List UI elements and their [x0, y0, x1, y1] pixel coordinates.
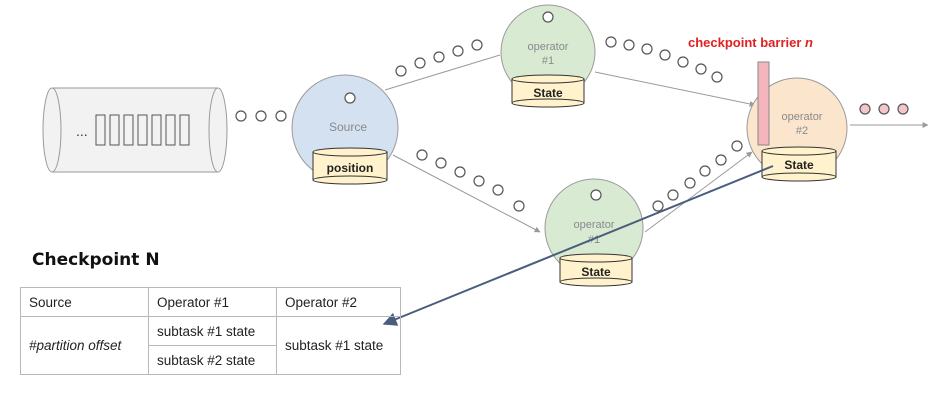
header-source: Source — [20, 287, 149, 317]
operator1-subtask1-state: subtask #1 state — [148, 316, 277, 346]
header-operator2: Operator #2 — [276, 287, 401, 317]
edge-op1-bottom-to-op2 — [644, 151, 753, 233]
table-header-row: Source Operator #1 Operator #2 — [20, 287, 401, 317]
operator2-node: operator #2 State — [746, 77, 848, 182]
operator1-bottom-state-store: State — [559, 253, 633, 287]
operator1-top-node: operator #1 State — [500, 4, 596, 108]
source-position-store: position — [312, 147, 388, 185]
table-row: subtask #2 state — [21, 345, 401, 375]
edge-op1-top-to-op2 — [594, 71, 756, 107]
queue-ellipsis: ... — [76, 123, 88, 139]
checkpoint-barrier-label: checkpoint barrier n — [688, 35, 813, 50]
operator1-bottom-label: operator — [574, 219, 615, 231]
source-partition-offset: #partition offset — [20, 316, 149, 375]
snapshot-arrow — [382, 165, 774, 326]
position-label: position — [327, 161, 374, 175]
queue-records — [95, 114, 190, 146]
operator1-top-number: #1 — [542, 55, 554, 67]
checkpoint-title: Checkpoint N — [32, 250, 160, 270]
source-label: Source — [329, 120, 367, 134]
operator1-top-label: operator — [528, 41, 569, 53]
operator1-top-state-store: State — [511, 74, 585, 108]
operator1-bottom-state-label: State — [581, 265, 611, 279]
header-operator1: Operator #1 — [148, 287, 277, 317]
operator2-number: #2 — [796, 125, 808, 137]
operator1-top-state-label: State — [533, 86, 563, 100]
operator2-state-store: State — [761, 146, 837, 182]
input-queue: ... — [42, 87, 228, 173]
checkpoint-table: Source Operator #1 Operator #2 #partitio… — [20, 287, 401, 375]
edge-source-to-op1-top — [384, 54, 501, 91]
checkpoint-barrier: checkpoint barrier n — [688, 35, 813, 146]
source-node: Source position — [291, 74, 399, 185]
operator2-subtask1-state: subtask #1 state — [276, 316, 401, 375]
edge-source-to-op1-bottom — [392, 154, 541, 233]
operator1-subtask2-state: subtask #2 state — [148, 345, 277, 375]
operator2-label: operator — [782, 111, 823, 123]
table-row: #partition offset subtask #1 state subta… — [20, 316, 401, 375]
dataflow-edges — [384, 54, 929, 233]
operator1-bottom-node: operator #1 State — [544, 178, 644, 287]
records-in-flight — [235, 36, 743, 212]
output-records — [859, 103, 909, 115]
operator2-state-label: State — [784, 158, 814, 172]
